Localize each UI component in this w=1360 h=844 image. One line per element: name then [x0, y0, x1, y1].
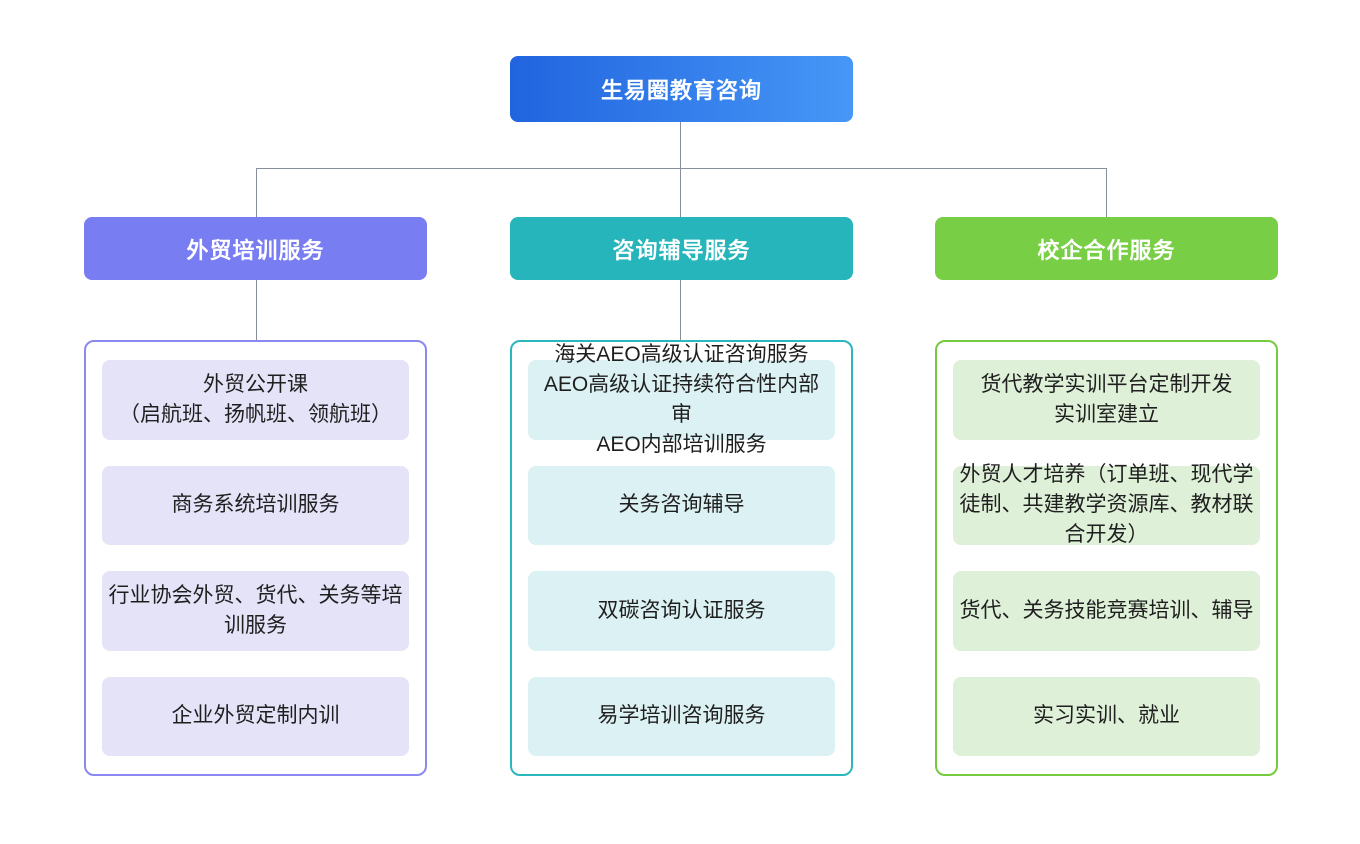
connector-drop-branch-2 [680, 168, 681, 217]
leaf-node[interactable]: 商务系统培训服务 [102, 465, 409, 545]
connector-drop-branch-1 [256, 168, 257, 217]
leaf-node[interactable]: 易学培训咨询服务 [528, 676, 835, 756]
connector-root-down [680, 122, 681, 168]
connector-horizontal [256, 168, 1107, 169]
root-node[interactable]: 生易圈教育咨询 [510, 56, 853, 122]
connector-branch-2-to-container [680, 280, 681, 340]
leaf-node[interactable]: 企业外贸定制内训 [102, 676, 409, 756]
branch-container-school-enterprise: 货代教学实训平台定制开发 实训室建立 外贸人才培养（订单班、现代学徒制、共建教学… [935, 340, 1278, 776]
leaf-node[interactable]: 海关AEO高级认证咨询服务 AEO高级认证持续符合性内部审 AEO内部培训服务 [528, 343, 835, 456]
branch-container-trade-training: 外贸公开课 （启航班、扬帆班、领航班） 商务系统培训服务 行业协会外贸、货代、关… [84, 340, 427, 776]
branch-header-consulting[interactable]: 咨询辅导服务 [510, 217, 853, 280]
connector-drop-branch-3 [1106, 168, 1107, 217]
branch-header-trade-training[interactable]: 外贸培训服务 [84, 217, 427, 280]
leaf-node[interactable]: 货代教学实训平台定制开发 实训室建立 [953, 360, 1260, 440]
branch-header-school-enterprise[interactable]: 校企合作服务 [935, 217, 1278, 280]
leaf-node[interactable]: 实习实训、就业 [953, 676, 1260, 756]
leaf-node[interactable]: 外贸公开课 （启航班、扬帆班、领航班） [102, 360, 409, 440]
branch-container-consulting: 海关AEO高级认证咨询服务 AEO高级认证持续符合性内部审 AEO内部培训服务 … [510, 340, 853, 776]
leaf-node[interactable]: 外贸人才培养（订单班、现代学徒制、共建教学资源库、教材联合开发） [953, 463, 1260, 546]
leaf-node[interactable]: 货代、关务技能竞赛培训、辅导 [953, 571, 1260, 651]
leaf-node[interactable]: 双碳咨询认证服务 [528, 571, 835, 651]
connector-branch-1-to-container [256, 280, 257, 340]
leaf-node[interactable]: 行业协会外贸、货代、关务等培训服务 [102, 571, 409, 651]
leaf-node[interactable]: 关务咨询辅导 [528, 465, 835, 545]
